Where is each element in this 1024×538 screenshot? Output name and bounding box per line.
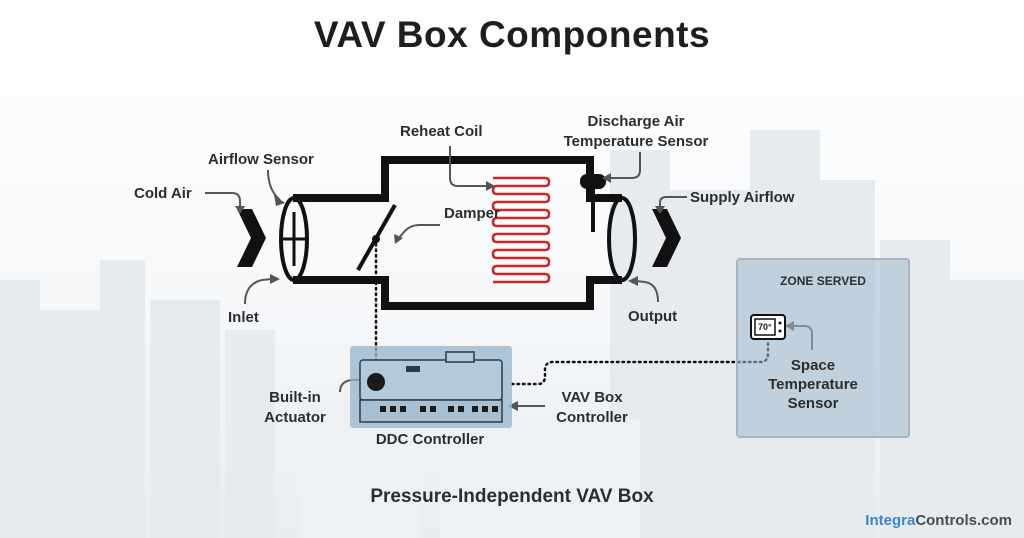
duct-outline: [293, 156, 622, 310]
damper-pivot: [372, 235, 380, 243]
label-cold-air: Cold Air: [134, 185, 192, 202]
brand-part1: Integra: [865, 512, 916, 529]
label-vav-controller-line1: VAV Box: [561, 389, 623, 406]
supply-airflow-chevron: [652, 209, 681, 267]
label-space-line2: Temperature: [768, 376, 858, 393]
inlet-ellipse: [279, 196, 309, 282]
leader-reheat-coil: [449, 146, 488, 187]
brand-part2: Controls.com: [915, 512, 1012, 529]
label-airflow-sensor: Airflow Sensor: [208, 151, 314, 168]
label-built-in-line2: Actuator: [264, 409, 326, 426]
label-inlet: Inlet: [228, 309, 259, 326]
label-built-in-line1: Built-in: [269, 389, 321, 406]
label-vav-controller-line2: Controller: [556, 409, 628, 426]
leader-output: [635, 280, 659, 303]
thermostat-icon: [750, 314, 786, 340]
leader-supply: [659, 196, 687, 208]
leader-discharge: [610, 152, 641, 179]
zone-sensor-wire: [510, 338, 770, 386]
label-ddc-controller: DDC Controller: [375, 431, 485, 448]
label-reheat-coil: Reheat Coil: [400, 123, 483, 140]
discharge-sensor-head: [580, 174, 606, 189]
zone-served-title: ZONE SERVED: [780, 274, 866, 288]
diagram-subtitle: Pressure-Independent VAV Box: [370, 486, 654, 507]
controller-device: [359, 351, 503, 423]
zone-served-box: ZONE SERVED 70°: [736, 258, 910, 438]
leader-inlet: [244, 278, 273, 305]
cold-air-chevron: [237, 209, 266, 267]
reheat-coil: [491, 176, 551, 284]
label-discharge-line2: Temperature Sensor: [563, 133, 709, 150]
label-discharge-line1: Discharge Air: [587, 113, 685, 130]
label-supply-airflow: Supply Airflow: [690, 189, 795, 206]
ddc-controller-box: [350, 346, 512, 428]
leader-damper: [397, 224, 440, 240]
label-space-line1: Space: [790, 357, 836, 374]
label-damper: Damper: [444, 205, 500, 222]
leader-airflow-sensor: [267, 169, 281, 201]
label-output: Output: [628, 308, 678, 325]
brand-link[interactable]: IntegraControls.com: [865, 512, 1012, 529]
label-space-line3: Sensor: [787, 395, 839, 412]
outlet-ellipse: [607, 196, 637, 282]
page-title: VAV Box Components: [313, 14, 711, 55]
leader-cold-air: [205, 192, 241, 206]
thermostat-reading: 70°: [758, 322, 772, 332]
